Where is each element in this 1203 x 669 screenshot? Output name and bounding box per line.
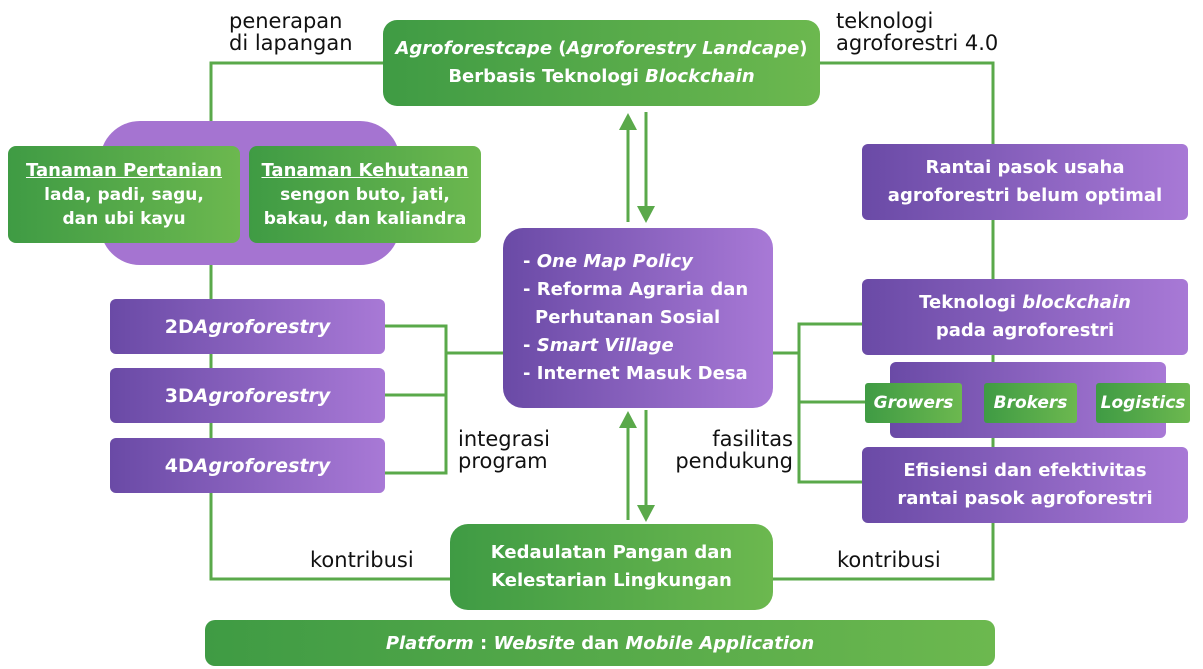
agroforestry-4d-box: 4D Agroforestry xyxy=(110,438,385,493)
actor-logistics: Logistics xyxy=(1096,383,1190,423)
agroforestry-2d-box: 2D Agroforestry xyxy=(110,299,385,354)
kedaulatan-box: Kedaulatan Pangan dan Kelestarian Lingku… xyxy=(450,524,773,610)
label-fasilitas: fasilitas pendukung xyxy=(675,427,793,473)
actor-brokers: Brokers xyxy=(984,383,1077,423)
label-kontribusi-left: kontribusi xyxy=(310,548,414,572)
efisiensi-box: Efisiensi dan efektivitas rantai pasok a… xyxy=(862,447,1188,523)
arrow-up-bottom xyxy=(619,411,637,428)
arrow-down-top xyxy=(637,206,655,223)
label-kontribusi-right: kontribusi xyxy=(837,548,941,572)
actor-growers: Growers xyxy=(865,383,962,423)
tanaman-kehutanan-box: Tanaman Kehutanan sengon buto, jati, bak… xyxy=(249,146,481,243)
label-penerapan: penerapan di lapangan xyxy=(229,9,353,55)
arrow-down-bottom xyxy=(637,505,655,522)
integrasi-bracket xyxy=(385,324,448,475)
rantai-pasok-box: Rantai pasok usaha agroforestri belum op… xyxy=(862,144,1188,220)
platform-bar: Platform : Website dan Mobile Applicatio… xyxy=(205,620,995,666)
agroforestcape-box: Agroforestcape (Agroforestry Landcape) B… xyxy=(383,20,820,106)
policy-center-box: - One Map Policy - Reforma Agraria dan P… xyxy=(503,228,773,408)
arrow-up-top xyxy=(619,113,637,130)
teknologi-blockchain-box: Teknologi blockchain pada agroforestri xyxy=(862,279,1188,355)
label-integrasi: integrasi program xyxy=(458,427,550,473)
agroforestry-3d-box: 3D Agroforestry xyxy=(110,368,385,423)
label-teknologi: teknologi agroforestri 4.0 xyxy=(836,9,999,55)
tanaman-pertanian-box: Tanaman Pertanian lada, padi, sagu, dan … xyxy=(8,146,240,243)
